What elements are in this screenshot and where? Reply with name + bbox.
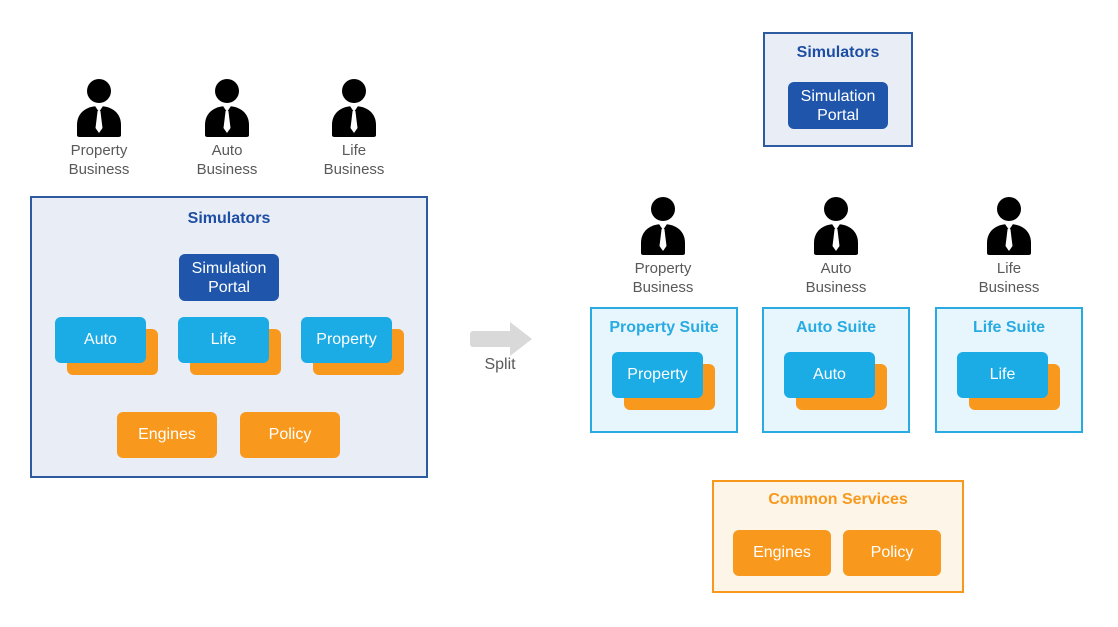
simulation-portal-node: Simulation Portal bbox=[788, 82, 888, 129]
right-arrow-icon bbox=[470, 322, 532, 356]
engines-node: Engines bbox=[733, 530, 831, 576]
engines-node: Engines bbox=[117, 412, 217, 458]
property-suite-panel: Property Suite Property bbox=[590, 307, 738, 433]
app-chip-property: Property bbox=[612, 352, 715, 410]
app-chip-auto: Auto bbox=[784, 352, 887, 410]
person-icon bbox=[332, 79, 376, 137]
person-icon bbox=[641, 197, 685, 255]
node-label: Simulation Portal bbox=[800, 87, 876, 124]
auto-suite-panel: Auto Suite Auto bbox=[762, 307, 910, 433]
app-chip-property: Property bbox=[301, 317, 404, 375]
person-icon bbox=[987, 197, 1031, 255]
panel-title: Simulators bbox=[187, 210, 271, 227]
simulation-portal-node: Simulation Portal bbox=[179, 254, 279, 301]
node-label: Simulation Portal bbox=[191, 259, 267, 296]
person-icon bbox=[205, 79, 249, 137]
app-node: Life bbox=[178, 317, 269, 363]
life-suite-panel: Life Suite Life bbox=[935, 307, 1083, 433]
simulators-panel-after: Simulators Simulation Portal bbox=[763, 32, 913, 147]
panel-title: Life Suite bbox=[972, 319, 1045, 336]
person-icon bbox=[77, 79, 121, 137]
common-services-panel: Common Services Engines Policy bbox=[712, 480, 964, 593]
app-node: Life bbox=[957, 352, 1048, 398]
split-label: Split bbox=[484, 356, 516, 373]
panel-title: Simulators bbox=[796, 44, 880, 61]
app-node: Auto bbox=[55, 317, 146, 363]
panel-title: Auto Suite bbox=[796, 319, 876, 336]
person-icon bbox=[814, 197, 858, 255]
app-node: Auto bbox=[784, 352, 875, 398]
panel-title: Property Suite bbox=[609, 319, 719, 336]
app-node: Property bbox=[612, 352, 703, 398]
app-node: Property bbox=[301, 317, 392, 363]
simulators-monolith-panel: Simulators Simulation Portal Auto Life P… bbox=[30, 196, 428, 478]
app-chip-auto: Auto bbox=[55, 317, 158, 375]
policy-node: Policy bbox=[240, 412, 340, 458]
panel-title: Common Services bbox=[768, 491, 908, 508]
policy-node: Policy bbox=[843, 530, 941, 576]
app-chip-life: Life bbox=[957, 352, 1060, 410]
app-chip-life: Life bbox=[178, 317, 281, 375]
